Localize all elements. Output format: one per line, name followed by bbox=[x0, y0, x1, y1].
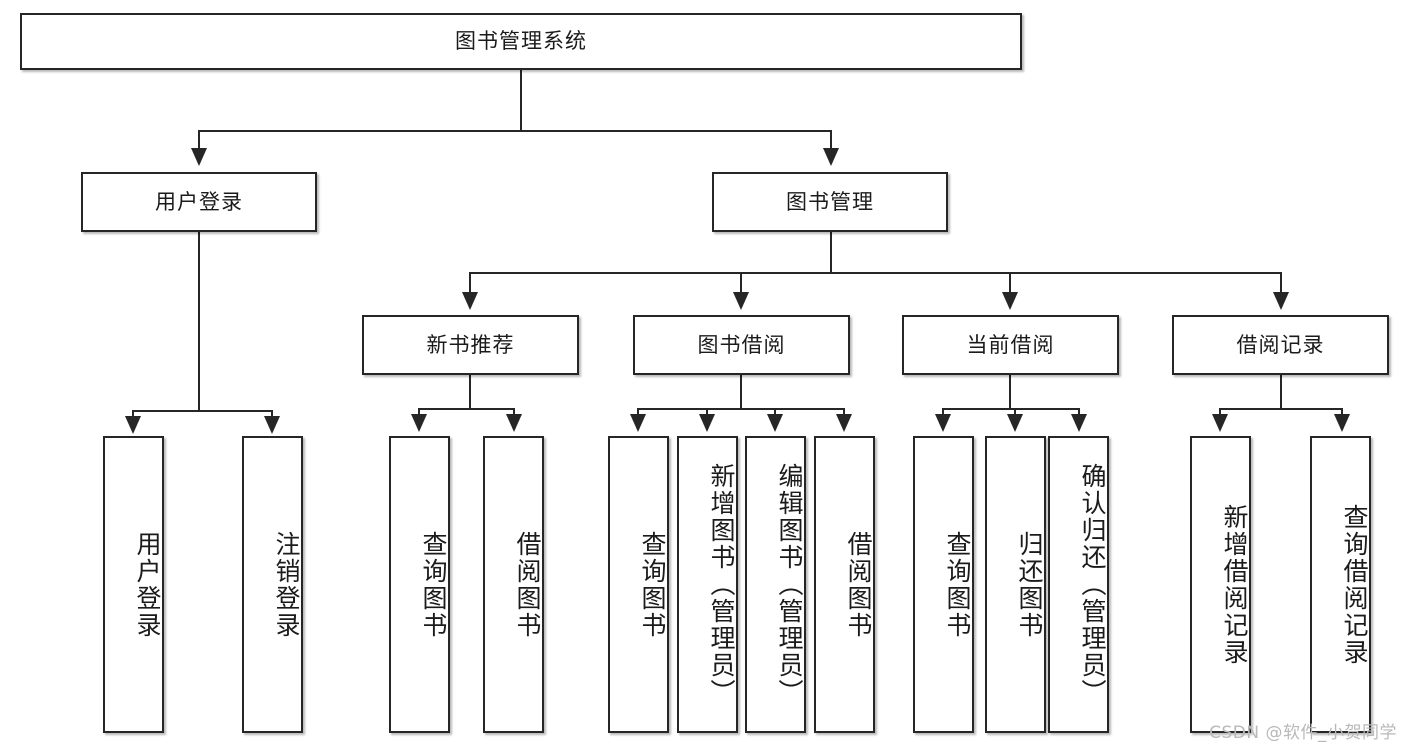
arrow-bb-to-add-book bbox=[699, 414, 715, 432]
edge-cb-bus bbox=[942, 408, 1078, 410]
edge-cb-drop-2 bbox=[1014, 408, 1016, 416]
edge-user-login-bus bbox=[132, 410, 272, 412]
edge-root-to-user-login-drop bbox=[198, 130, 200, 150]
edge-nbr-stem bbox=[469, 375, 471, 410]
edge-book-management-bus bbox=[469, 272, 1281, 274]
node-leaf-confirm-return-admin[interactable]: 确认归还（管理员） bbox=[1048, 436, 1109, 733]
arrow-nbr-to-query-book bbox=[411, 414, 427, 432]
edge-bb-drop-4 bbox=[843, 408, 845, 416]
arrow-bb-to-edit-book bbox=[767, 414, 783, 432]
arrow-bm-to-borrow-record bbox=[1273, 292, 1289, 310]
edge-user-login-stem bbox=[198, 232, 200, 412]
node-leaf-borrow-book[interactable]: 借阅图书 bbox=[814, 436, 875, 733]
arrow-bb-to-query-book bbox=[630, 414, 646, 432]
node-leaf-query-book-recommend[interactable]: 查询图书 bbox=[389, 436, 450, 733]
arrow-cb-to-query-book bbox=[935, 414, 951, 432]
arrow-root-to-user-login bbox=[191, 148, 207, 166]
node-new-book-recommend[interactable]: 新书推荐 bbox=[362, 315, 579, 375]
edge-root-to-book-management-drop bbox=[830, 130, 832, 150]
arrow-nbr-to-borrow-book bbox=[506, 414, 522, 432]
edge-cb-drop-1 bbox=[942, 408, 944, 416]
edge-nbr-drop-1 bbox=[418, 408, 420, 416]
edge-br-bus bbox=[1219, 408, 1341, 410]
edge-bb-stem bbox=[740, 375, 742, 410]
edge-root-stem bbox=[520, 70, 522, 132]
node-leaf-query-book-borrow[interactable]: 查询图书 bbox=[608, 436, 669, 733]
watermark-text: CSDN @软件_小贺同学 bbox=[1209, 723, 1397, 743]
node-user-login[interactable]: 用户登录 bbox=[81, 172, 317, 232]
node-leaf-query-book-current[interactable]: 查询图书 bbox=[913, 436, 974, 733]
arrow-bm-to-new-book-recommend bbox=[462, 292, 478, 310]
node-leaf-add-book-admin[interactable]: 新增图书（管理员） bbox=[677, 436, 738, 733]
node-leaf-user-logout[interactable]: 注销登录 bbox=[242, 436, 303, 733]
edge-br-stem bbox=[1280, 375, 1282, 410]
arrow-user-login-to-leaf-user-login bbox=[125, 416, 141, 434]
node-leaf-query-borrow-record[interactable]: 查询借阅记录 bbox=[1310, 436, 1371, 733]
node-leaf-borrow-book-recommend[interactable]: 借阅图书 bbox=[483, 436, 544, 733]
node-book-management[interactable]: 图书管理 bbox=[712, 172, 948, 232]
edge-bb-drop-2 bbox=[706, 408, 708, 416]
edge-nbr-bus bbox=[418, 408, 513, 410]
edge-bb-drop-1 bbox=[637, 408, 639, 416]
edge-nbr-drop-2 bbox=[513, 408, 515, 416]
edge-cb-drop-3 bbox=[1078, 408, 1080, 416]
node-root[interactable]: 图书管理系统 bbox=[20, 13, 1022, 70]
arrow-bm-to-current-borrow bbox=[1002, 292, 1018, 310]
node-leaf-add-borrow-record[interactable]: 新增借阅记录 bbox=[1190, 436, 1251, 733]
edge-bb-drop-3 bbox=[774, 408, 776, 416]
edge-book-management-stem bbox=[830, 232, 832, 274]
edge-bm-drop-4 bbox=[1280, 272, 1282, 294]
node-leaf-edit-book-admin[interactable]: 编辑图书（管理员） bbox=[745, 436, 806, 733]
arrow-bm-to-book-borrow bbox=[733, 292, 749, 310]
edge-bm-drop-2 bbox=[740, 272, 742, 294]
arrow-bb-to-borrow-book bbox=[836, 414, 852, 432]
edge-bb-bus bbox=[637, 408, 845, 410]
arrow-cb-to-return-book bbox=[1007, 414, 1023, 432]
node-current-borrow[interactable]: 当前借阅 bbox=[902, 315, 1119, 375]
arrow-user-login-to-leaf-user-logout bbox=[264, 416, 280, 434]
node-leaf-user-login[interactable]: 用户登录 bbox=[103, 436, 164, 733]
edge-cb-stem bbox=[1009, 375, 1011, 410]
edge-user-login-drop-2 bbox=[271, 410, 273, 420]
edge-bm-drop-1 bbox=[469, 272, 471, 294]
arrow-root-to-book-management bbox=[823, 148, 839, 166]
edge-root-bus bbox=[198, 130, 832, 132]
edge-br-drop-1 bbox=[1219, 408, 1221, 416]
node-leaf-return-book[interactable]: 归还图书 bbox=[985, 436, 1046, 733]
node-book-borrow[interactable]: 图书借阅 bbox=[633, 315, 850, 375]
arrow-cb-to-confirm-return bbox=[1071, 414, 1087, 432]
arrow-br-to-query-record bbox=[1334, 414, 1350, 432]
edge-user-login-drop-1 bbox=[132, 410, 134, 420]
arrow-br-to-add-record bbox=[1212, 414, 1228, 432]
edge-br-drop-2 bbox=[1341, 408, 1343, 416]
edge-bm-drop-3 bbox=[1009, 272, 1011, 294]
node-borrow-record[interactable]: 借阅记录 bbox=[1172, 315, 1389, 375]
